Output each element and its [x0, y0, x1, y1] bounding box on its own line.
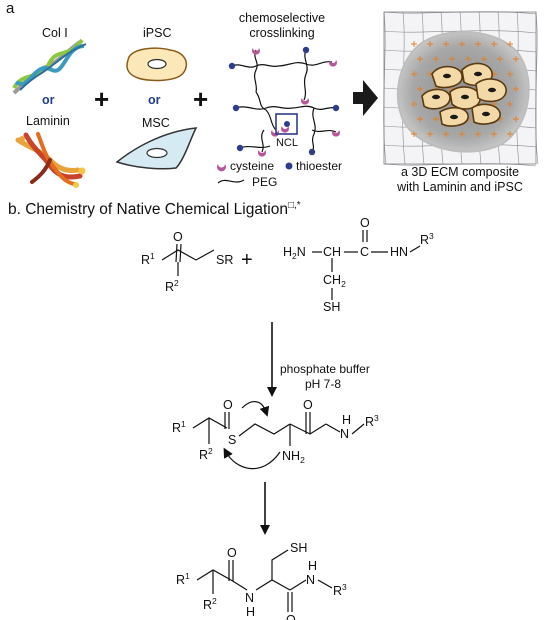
- legend-cysteine: cysteine: [230, 159, 274, 173]
- panel-a-letter: a: [6, 0, 15, 17]
- svg-text:S: S: [228, 433, 236, 447]
- thioester-reactant: O SR R1 R2: [141, 230, 233, 294]
- svg-text:N: N: [340, 427, 349, 441]
- panel-a: a Col I or Laminin + iPSC or: [6, 0, 539, 194]
- peg-network: [231, 49, 337, 153]
- legend-thioester: thioester: [296, 159, 342, 173]
- ecm-composite-cube: [383, 11, 539, 167]
- msc-cell-icon: [115, 127, 198, 170]
- right-arrow-icon: [353, 80, 378, 116]
- cysteine-reactant: H2N CH C HN R3 O CH2 SH: [283, 216, 434, 314]
- svg-text:N: N: [245, 591, 254, 605]
- svg-text:O: O: [360, 216, 370, 230]
- svg-text:R3: R3: [365, 413, 379, 429]
- composite-caption-1: a 3D ECM composite: [401, 165, 519, 179]
- laminin-label: Laminin: [26, 114, 70, 128]
- crosslink-title-1: chemoselective: [239, 11, 325, 25]
- svg-text:O: O: [227, 546, 237, 560]
- thioester-legend-icon: [285, 162, 293, 170]
- condition-line-1: phosphate buffer: [280, 362, 370, 376]
- ipsc-label: iPSC: [143, 26, 171, 40]
- plus-sign-b: +: [241, 249, 253, 271]
- svg-text:O: O: [286, 613, 296, 620]
- svg-text:H2N: H2N: [283, 245, 306, 261]
- svg-text:O: O: [223, 398, 233, 412]
- thioester-intermediate: R1 R2 O S NH2 O N H R3: [172, 398, 379, 470]
- plus-sign-2: +: [193, 84, 208, 114]
- svg-text:R2: R2: [165, 278, 179, 294]
- svg-text:CH: CH: [323, 245, 341, 259]
- svg-text:CH2: CH2: [323, 273, 346, 289]
- svg-text:H: H: [342, 413, 351, 427]
- cysteine-marks: [251, 48, 340, 157]
- svg-text:N: N: [306, 573, 315, 587]
- svg-text:HN: HN: [390, 245, 408, 259]
- svg-text:R2: R2: [199, 446, 213, 462]
- svg-text:SH: SH: [323, 300, 340, 314]
- svg-text:R1: R1: [176, 571, 190, 587]
- svg-text:C: C: [360, 245, 369, 259]
- svg-text:H: H: [246, 605, 255, 619]
- svg-text:SH: SH: [290, 541, 307, 555]
- svg-text:NH2: NH2: [282, 449, 305, 465]
- collagen-helix-icon: [12, 38, 87, 95]
- peg-legend-icon: [217, 179, 245, 184]
- condition-line-2: pH 7-8: [305, 377, 341, 391]
- col-i-label: Col I: [42, 26, 68, 40]
- svg-text:H: H: [308, 559, 317, 573]
- ipsc-cell-icon: [126, 47, 188, 82]
- panel-b-title: b. Chemistry of Native Chemical Ligation…: [8, 200, 301, 218]
- svg-text:R3: R3: [420, 231, 434, 247]
- ligation-product: R1 R2 O N H SH O N H R3: [176, 541, 347, 620]
- svg-text:R2: R2: [203, 596, 217, 612]
- ncl-highlight-box: [275, 113, 298, 135]
- svg-text:R1: R1: [172, 419, 186, 435]
- or-label-1: or: [42, 93, 55, 107]
- panel-b: b. Chemistry of Native Chemical Ligation…: [8, 200, 434, 620]
- cysteine-legend-icon: [217, 164, 226, 172]
- svg-text:R3: R3: [333, 582, 347, 598]
- thioester-dots: [228, 46, 340, 156]
- svg-text:SR: SR: [216, 253, 233, 267]
- plus-sign-1: +: [94, 84, 109, 114]
- crosslink-title-2: crosslinking: [249, 26, 314, 40]
- composite-caption-2: with Laminin and iPSC: [396, 180, 523, 194]
- legend-peg: PEG: [252, 175, 277, 189]
- laminin-icon: [15, 132, 86, 188]
- or-label-2: or: [148, 93, 161, 107]
- svg-text:R1: R1: [141, 251, 155, 267]
- ncl-label: NCL: [276, 137, 298, 149]
- svg-text:O: O: [303, 398, 313, 412]
- svg-text:O: O: [173, 230, 183, 244]
- msc-label: MSC: [142, 116, 170, 130]
